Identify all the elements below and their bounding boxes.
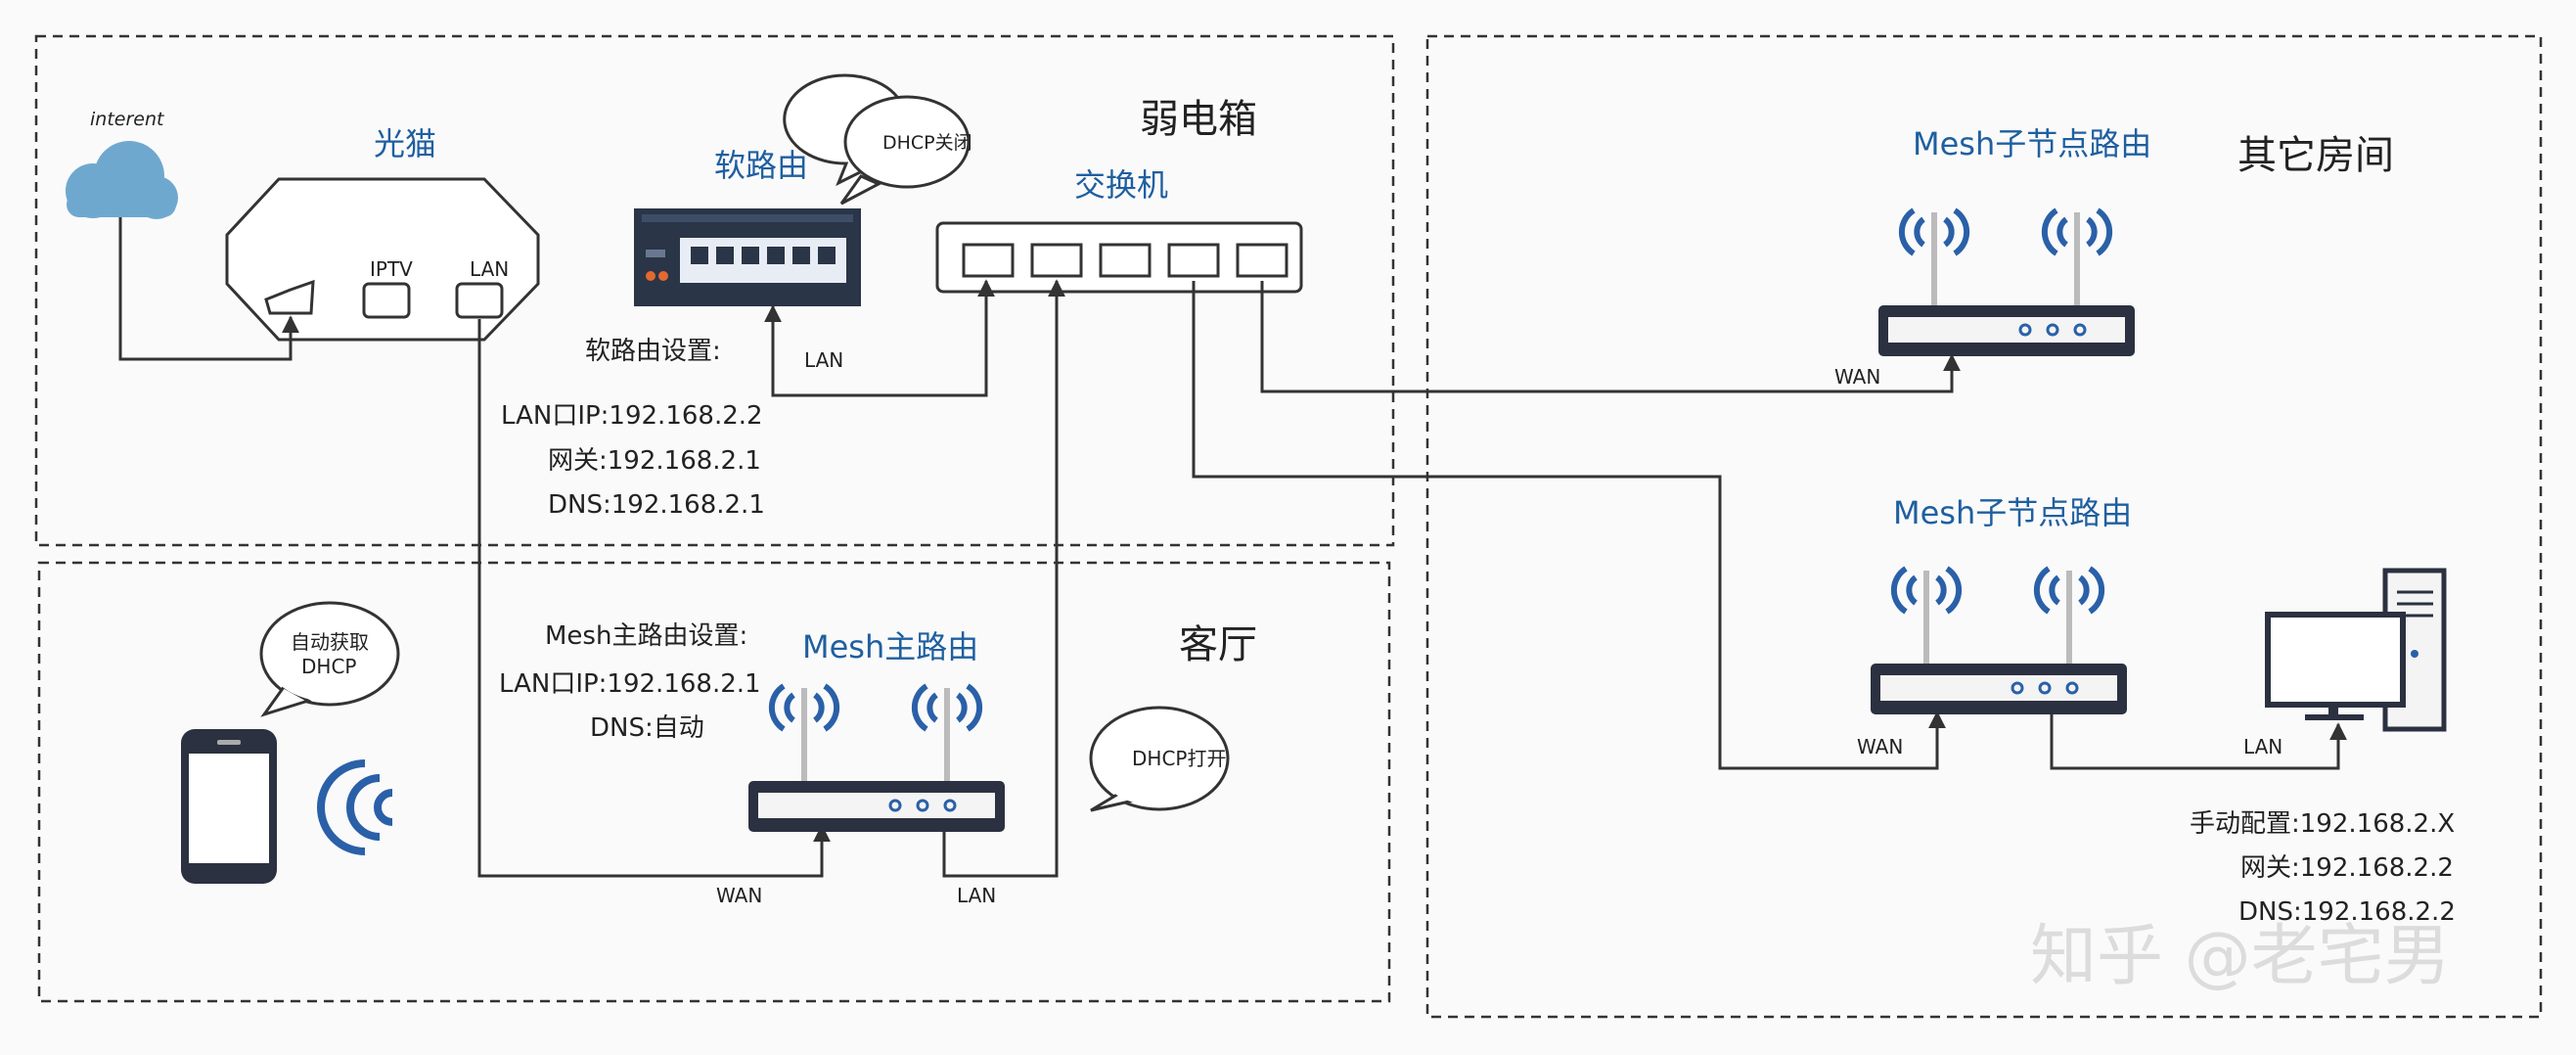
- modem-lan-label: LAN: [470, 257, 509, 281]
- soft-router-bubble-text: DHCP关闭: [882, 132, 972, 154]
- mesh-node1-wan-label: WAN: [1834, 365, 1880, 389]
- phone-bubble-line1: 自动获取: [291, 630, 369, 654]
- pc-gateway: 网关:192.168.2.2: [2240, 853, 2454, 883]
- watermark: 知乎 @老宅男: [2030, 918, 2451, 995]
- wire-cloud-modem: [118, 217, 299, 361]
- mesh-main-wan-label: WAN: [716, 884, 762, 907]
- soft-router-gateway: 网关:192.168.2.1: [548, 446, 761, 476]
- switch-title: 交换机: [1074, 166, 1168, 204]
- mesh-node2-wan-label: WAN: [1857, 735, 1903, 758]
- soft-router-settings-title: 软路由设置:: [585, 337, 721, 366]
- iptv-port: [362, 282, 411, 319]
- mesh-main-settings-title: Mesh主路由设置:: [545, 621, 747, 651]
- wire-switch-node1: [1260, 281, 1961, 393]
- pc-manual: 手动配置:192.168.2.X: [2190, 809, 2455, 839]
- soft-router-lan-ip: LAN口IP:192.168.2.2: [501, 401, 763, 431]
- phone-icon: [181, 729, 277, 884]
- mesh-node2-title: Mesh子节点路由: [1893, 494, 2132, 531]
- soft-router-lan-label: LAN: [804, 348, 843, 372]
- mesh-main-router-icon: [748, 686, 1005, 832]
- soft-router-dns: DNS:192.168.2.1: [548, 490, 765, 520]
- living-room-region: [37, 561, 1391, 1003]
- switch-icon: [935, 221, 1303, 294]
- wire-modem-mesh-main: [477, 319, 831, 878]
- pc-dns: DNS:192.168.2.2: [2238, 897, 2456, 927]
- modem-lan-port: [455, 282, 504, 319]
- soft-router-icon: [634, 208, 861, 306]
- mesh-main-dns: DNS:自动: [590, 713, 704, 743]
- mesh-node1-router-icon: [1878, 210, 2135, 356]
- mesh-node2-lan-label: LAN: [2243, 735, 2282, 758]
- other-rooms-title: 其它房间: [2237, 133, 2394, 178]
- phone-bubble-line2: DHCP: [301, 655, 356, 678]
- wire-node2-pc: [2050, 712, 2347, 770]
- wire-softrouter-switch: [764, 279, 995, 397]
- living-room-title: 客厅: [1179, 622, 1257, 667]
- mesh-main-lan-ip: LAN口IP:192.168.2.1: [499, 669, 761, 699]
- mesh-node1-title: Mesh子节点路由: [1913, 125, 2151, 162]
- wire-switch-node2: [1192, 281, 1946, 770]
- mesh-main-lan-label: LAN: [957, 884, 996, 907]
- modem-title: 光猫: [374, 125, 436, 162]
- iptv-label: IPTV: [370, 257, 413, 281]
- cloud-icon: [66, 141, 178, 219]
- cloud-label: interent: [90, 109, 165, 130]
- weak-box-title: 弱电箱: [1140, 97, 1257, 142]
- mesh-node2-router-icon: [1871, 569, 2127, 714]
- phone-wifi-icon: [317, 759, 393, 855]
- wire-mesh-main-switch: [942, 279, 1065, 878]
- mesh-main-bubble-text: DHCP打开: [1132, 747, 1226, 770]
- soft-router-title: 软路由: [714, 147, 808, 184]
- mesh-main-title: Mesh主路由: [802, 628, 978, 665]
- weak-box-region: [34, 34, 1395, 547]
- modem-wan-port: [264, 279, 315, 315]
- pc-icon: [2265, 568, 2447, 732]
- other-rooms-region: [1425, 34, 2543, 1019]
